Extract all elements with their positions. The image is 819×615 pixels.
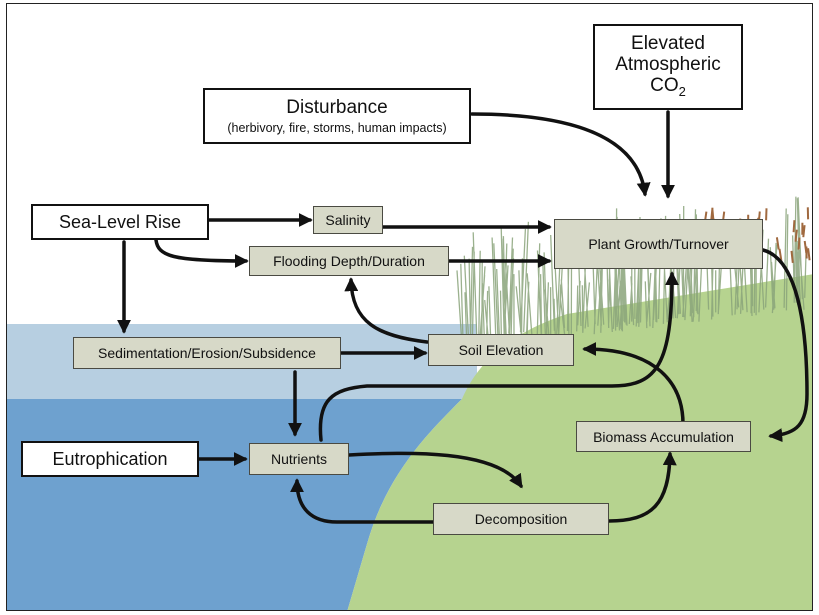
nutrients-label: Nutrients bbox=[270, 451, 328, 467]
disturbance-label: Disturbance bbox=[286, 97, 388, 118]
decomposition-box: Decomposition bbox=[433, 503, 609, 535]
diagram-frame: Disturbance (herbivory, fire, storms, hu… bbox=[6, 3, 813, 611]
arrow-decomposition-to-biomass bbox=[607, 451, 677, 523]
sea-level-rise-box: Sea-Level Rise bbox=[31, 204, 209, 240]
co2-line1: Elevated bbox=[631, 32, 705, 54]
nutrients-box: Nutrients bbox=[249, 443, 349, 475]
co2-subscript: 2 bbox=[678, 83, 686, 99]
arrow-decomposition-to-nutrients bbox=[290, 478, 435, 524]
arrow-nutrients-to-decomposition bbox=[347, 451, 523, 489]
salinity-label: Salinity bbox=[325, 212, 371, 228]
co2-line3: CO2 bbox=[650, 75, 686, 102]
arrow-plant-growth-to-biomass bbox=[761, 248, 809, 443]
sedimentation-label: Sedimentation/Erosion/Subsidence bbox=[98, 345, 316, 361]
arrow-soil-elevation-to-flooding bbox=[344, 277, 429, 344]
plant-growth-box: Plant Growth/Turnover bbox=[554, 219, 763, 269]
disturbance-box: Disturbance (herbivory, fire, storms, hu… bbox=[203, 88, 471, 144]
arrow-nutrients-to-plant-growth bbox=[318, 271, 679, 442]
soil-elevation-label: Soil Elevation bbox=[458, 342, 544, 358]
sedimentation-box: Sedimentation/Erosion/Subsidence bbox=[73, 337, 341, 369]
eutrophication-label: Eutrophication bbox=[52, 448, 168, 469]
disturbance-sublabel: (herbivory, fire, storms, human impacts) bbox=[227, 121, 447, 135]
decomposition-label: Decomposition bbox=[474, 511, 568, 527]
eutrophication-box: Eutrophication bbox=[21, 441, 199, 477]
arrows bbox=[117, 110, 809, 524]
arrow-disturbance-to-plant-growth bbox=[470, 112, 651, 197]
sea-level-rise-label: Sea-Level Rise bbox=[58, 211, 182, 232]
salinity-box: Salinity bbox=[313, 206, 383, 234]
flooding-box: Flooding Depth/Duration bbox=[249, 246, 449, 276]
biomass-accumulation-label: Biomass Accumulation bbox=[593, 428, 734, 445]
biomass-accumulation-box: Biomass Accumulation bbox=[576, 421, 751, 452]
arrow-biomass-to-soil-elevation bbox=[582, 342, 685, 426]
co2-line2: Atmospheric bbox=[615, 53, 721, 75]
co2-text: CO bbox=[650, 74, 679, 96]
arrow-sealevel-to-flooding bbox=[154, 238, 249, 268]
co2-box: Elevated Atmospheric CO2 bbox=[593, 24, 743, 110]
soil-elevation-box: Soil Elevation bbox=[428, 334, 574, 366]
flooding-label: Flooding Depth/Duration bbox=[273, 253, 425, 269]
plant-growth-label: Plant Growth/Turnover bbox=[588, 236, 729, 252]
